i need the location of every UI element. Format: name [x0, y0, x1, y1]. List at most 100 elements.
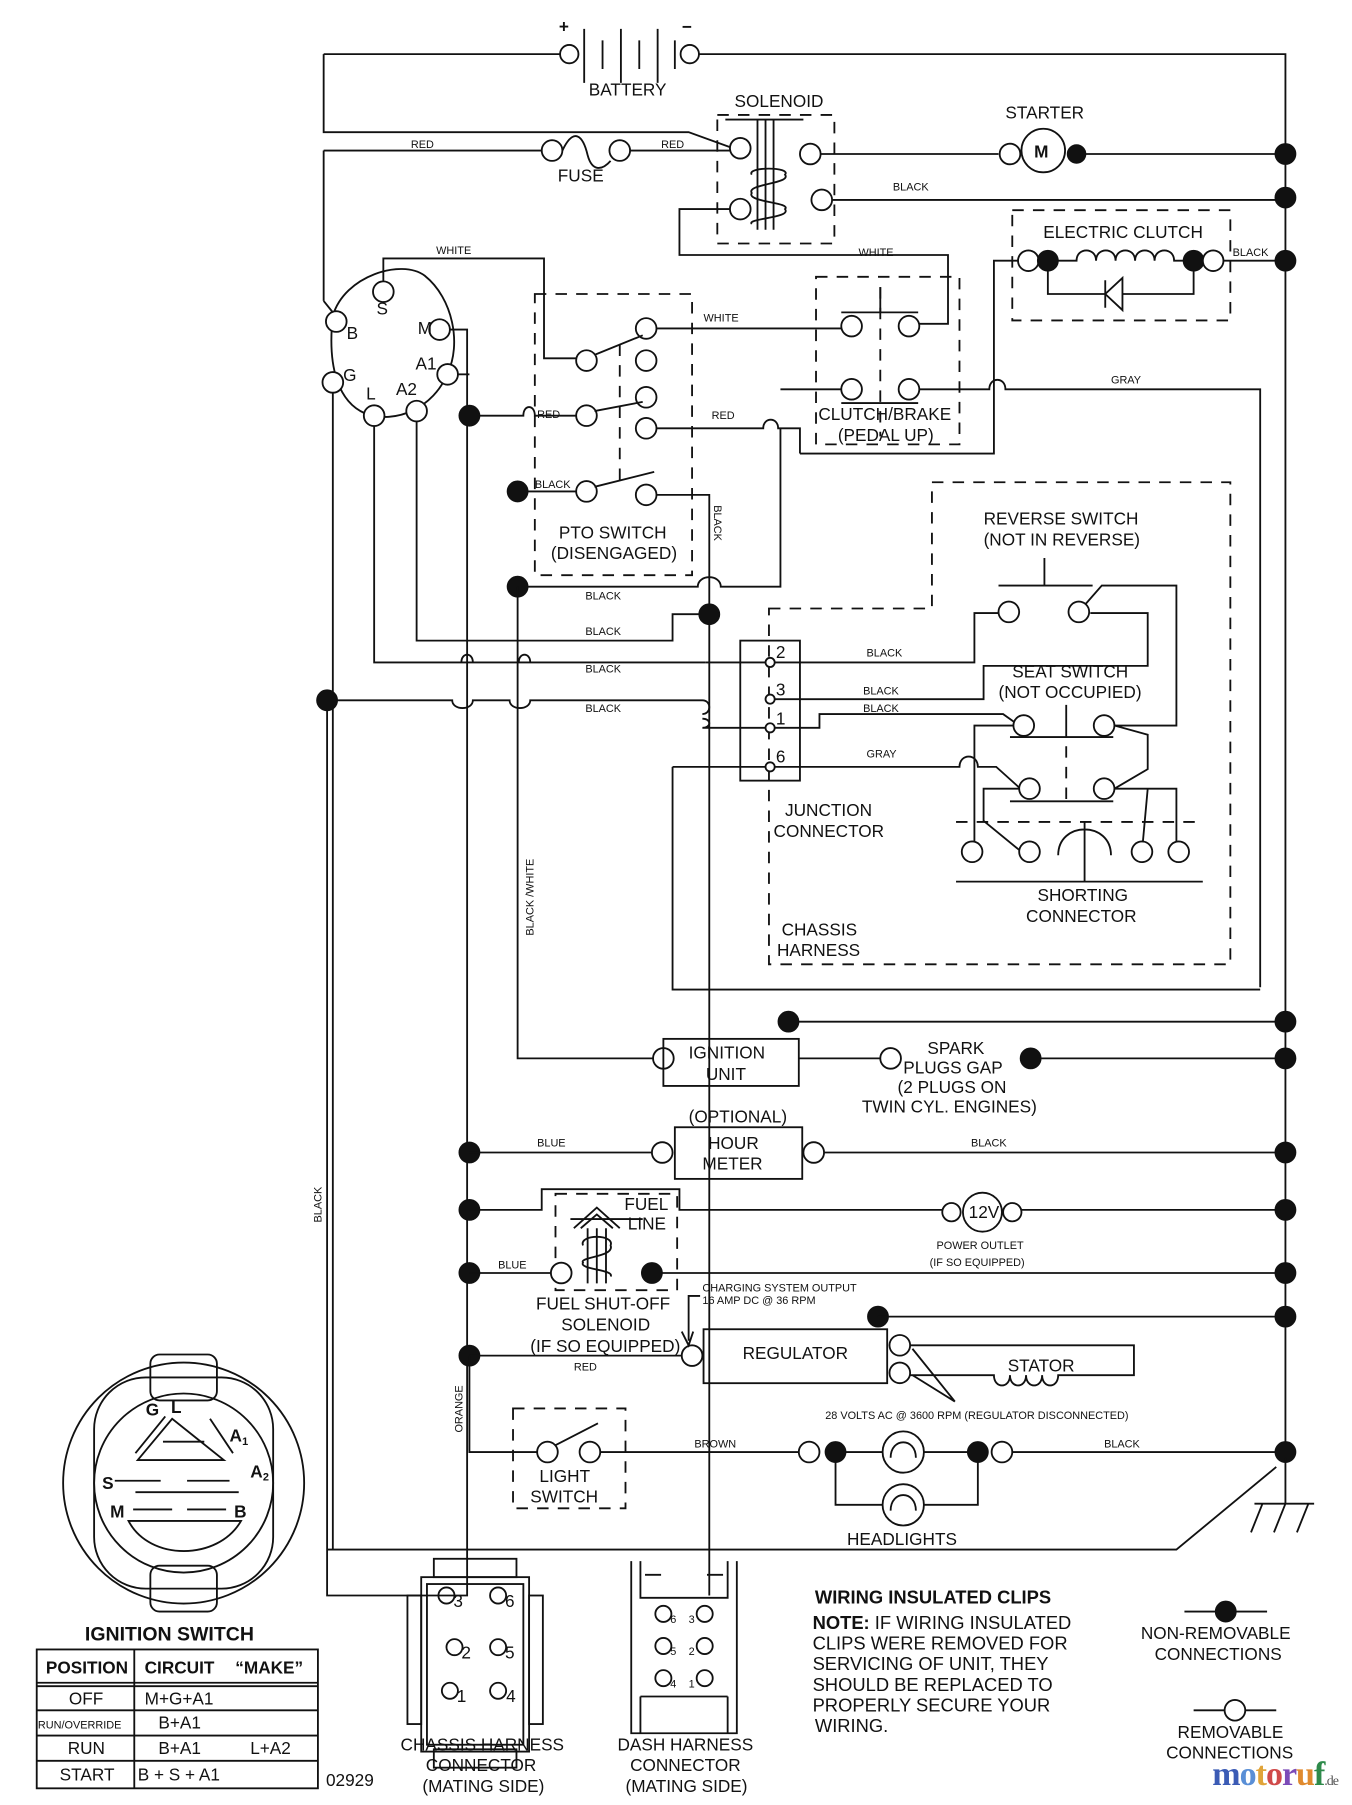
connector-pin: 4	[506, 1686, 516, 1706]
terminal-m: M	[418, 318, 432, 338]
fuel-line-label: FUEL	[624, 1194, 668, 1214]
fuel-line-label-2: LINE	[628, 1213, 666, 1233]
connector-pin: 2	[461, 1643, 471, 1663]
fuel-solenoid-label-2: SOLENOID	[561, 1314, 650, 1334]
electric-clutch: ELECTRIC CLUTCH BLACK	[799, 209, 1297, 455]
connector-pin: 1	[457, 1686, 467, 1706]
connector-pin: 6	[670, 1614, 676, 1626]
watermark-letter: o	[1265, 1756, 1283, 1793]
note-lead: NOTE:	[813, 1612, 870, 1633]
headlights-label: HEADLIGHTS	[847, 1529, 957, 1549]
wire-label-red: RED	[661, 139, 684, 151]
table-cell-circuit: B+A1	[158, 1738, 201, 1758]
power-outlet-symbol: 12V	[969, 1202, 1000, 1222]
legend-removable-2: CONNECTIONS	[1166, 1742, 1293, 1762]
dash-harness-connector: 6 3 5 2 4 1 DASH HARNESS CONNECTOR (MATI…	[617, 1561, 753, 1796]
battery: + − BATTERY	[322, 16, 1287, 1458]
clutch-brake-label: CLUTCH/BRAKE	[818, 404, 951, 424]
wire-label-gray: GRAY	[1111, 375, 1142, 387]
part-number: 02929	[326, 1770, 374, 1790]
pto-switch-state: (DISENGAGED)	[551, 543, 677, 563]
connector-pin: 6	[505, 1591, 515, 1611]
regulator: REGULATOR RED CHARGING SYSTEM OUTPUT 16 …	[458, 1282, 1297, 1422]
terminal-s: S	[376, 299, 387, 319]
wire-label-black: BLACK	[1104, 1438, 1140, 1450]
connector-pin: 5	[505, 1643, 515, 1663]
legend: NON-REMOVABLE CONNECTIONS REMOVABLE CONN…	[1141, 1600, 1293, 1762]
dash-connector-label-3: (MATING SIDE)	[626, 1776, 748, 1796]
connector-pin: 2	[689, 1646, 695, 1658]
wire-label-brown: BROWN	[694, 1438, 736, 1450]
legend-removable: REMOVABLE	[1178, 1722, 1284, 1742]
pto-switch-label: PTO SWITCH	[559, 522, 667, 542]
fuse-label: FUSE	[558, 166, 604, 186]
ignition-unit-label-2: UNIT	[706, 1064, 747, 1084]
spark-plugs-label-2: PLUGS GAP	[903, 1057, 1002, 1077]
wire-label-black: BLACK	[585, 703, 621, 715]
wire-label-orange: ORANGE	[454, 1385, 466, 1432]
hour-meter-label-2: METER	[702, 1154, 762, 1174]
wire-label-red: RED	[537, 409, 560, 421]
watermark-letter: r	[1281, 1756, 1297, 1793]
watermark-letter: m	[1212, 1756, 1240, 1793]
face-terminal-l: L	[171, 1397, 182, 1417]
face-terminal-m: M	[110, 1501, 124, 1521]
watermark-letter: f	[1313, 1756, 1325, 1793]
face-terminal-b: B	[234, 1501, 246, 1521]
connector-pin: 5	[670, 1646, 676, 1658]
wire-label-black: BLACK	[867, 648, 903, 660]
light-switch: ORANGE LIGHT SWITCH BROWN	[454, 1355, 800, 1510]
reverse-switch-state: (NOT IN REVERSE)	[984, 529, 1140, 549]
charging-output-label: CHARGING SYSTEM OUTPUT	[702, 1282, 857, 1294]
fuse: FUSE RED RED	[322, 135, 730, 301]
note-line: SHOULD BE REPLACED TO	[813, 1674, 1053, 1695]
chassis-connector-label: CHASSIS HARNESS	[401, 1734, 564, 1754]
wire-label-black: BLACK	[585, 664, 621, 676]
table-cell-position: RUN	[68, 1738, 105, 1758]
spark-plugs-label-4: TWIN CYL. ENGINES)	[862, 1096, 1037, 1116]
connector-pin: 1	[689, 1678, 695, 1690]
terminal-b: B	[347, 323, 358, 343]
terminal-a1: A1	[415, 354, 436, 374]
wire-label-black: BLACK	[585, 590, 621, 602]
wire-label-white: WHITE	[858, 247, 893, 259]
table-header-circuit: CIRCUIT	[145, 1658, 215, 1678]
watermark-logo: motoruf.de	[1212, 1756, 1339, 1794]
shorting-connector-label: SHORTING	[1038, 885, 1128, 905]
table-cell-position: RUN/OVERRIDE	[38, 1720, 122, 1732]
chassis-harness-connector: 3 6 2 5 1 4 CHASSIS HARNESS CONNECTOR (M…	[401, 1557, 564, 1796]
note-line: SERVICING OF UNIT, THEY	[813, 1653, 1049, 1674]
starter-motor: M STARTER	[998, 102, 1297, 209]
wire-label-black: BLACK	[711, 505, 723, 541]
power-outlet-label: POWER OUTLET	[937, 1240, 1024, 1252]
ignition-unit: IGNITION UNIT SPARK PLUGS GAP (2 PLUGS O…	[516, 586, 1297, 1116]
note-text: IF WIRING INSULATED	[875, 1612, 1072, 1633]
fuel-solenoid-note: (IF SO EQUIPPED)	[530, 1336, 680, 1356]
wire-label-black: BLACK	[312, 1186, 324, 1222]
wire-label-blue: BLUE	[537, 1138, 565, 1150]
battery-minus-label: −	[682, 16, 692, 36]
ignition-switch-face: G L A 1 A 2 S M B IGNITION SWITCH	[62, 1353, 306, 1645]
face-terminal-a1: A	[230, 1426, 242, 1446]
battery-plus-label: +	[559, 16, 569, 36]
reverse-switch: REVERSE SWITCH (NOT IN REVERSE)	[984, 509, 1178, 727]
chassis-harness-label: CHASSIS	[782, 920, 858, 940]
pin-2: 2	[776, 642, 786, 662]
wire-label-black-white: BLACK /WHITE	[525, 859, 537, 936]
terminal-g: G	[343, 365, 356, 385]
wire-label-red: RED	[574, 1362, 597, 1374]
motor-symbol: M	[1034, 141, 1048, 161]
spark-plugs-label: SPARK	[927, 1038, 985, 1058]
wire-label-black: BLACK	[971, 1138, 1007, 1150]
fuel-solenoid-label: FUEL SHUT-OFF	[536, 1294, 670, 1314]
hour-meter-optional: (OPTIONAL)	[689, 1107, 787, 1127]
face-terminal-s: S	[102, 1473, 113, 1493]
wire-label-blue: BLUE	[498, 1259, 526, 1271]
wire-label-black: BLACK	[863, 686, 899, 698]
ground-icon	[327, 1457, 1315, 1551]
terminal-a2: A2	[396, 379, 417, 399]
connector-pin: 4	[670, 1678, 676, 1690]
chassis-connector-label-2: CONNECTOR	[426, 1755, 537, 1775]
